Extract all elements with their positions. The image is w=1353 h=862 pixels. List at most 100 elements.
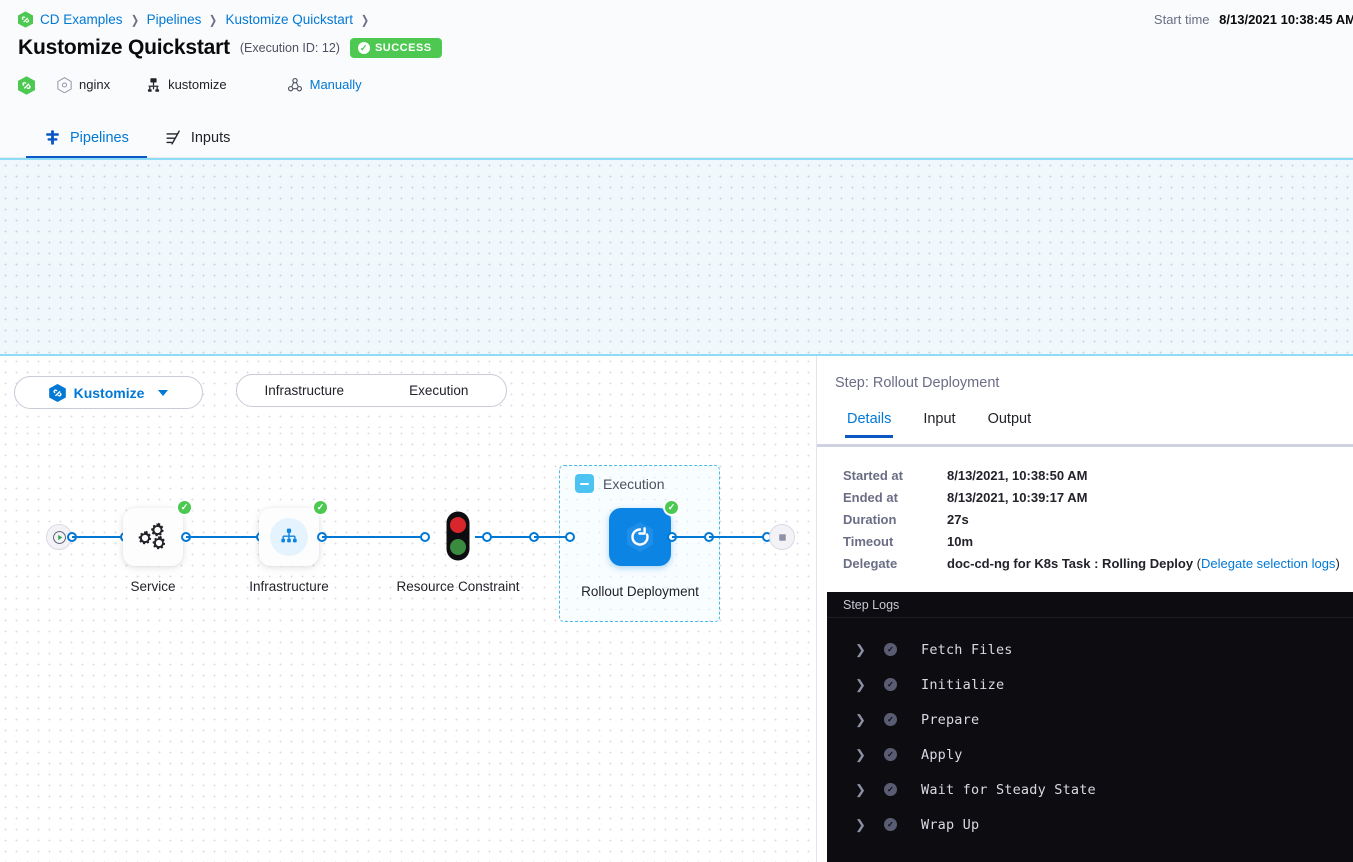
chevron-right-icon[interactable]: ❯ xyxy=(855,746,866,762)
infrastructure-status-success: ✓ xyxy=(312,499,329,516)
execution-end-node[interactable] xyxy=(769,524,795,550)
chevron-right-icon[interactable]: ❯ xyxy=(855,711,866,727)
execution-edge xyxy=(322,536,426,538)
stage-selector-kustomize[interactable]: Kustomize xyxy=(14,376,203,409)
check-icon: ✓ xyxy=(357,42,370,54)
log-row[interactable]: ❯ ✓ Fetch Files xyxy=(827,632,1353,667)
log-label-apply: Apply xyxy=(921,746,963,763)
start-time-label: Start time xyxy=(1153,12,1210,27)
execution-node-rollout-deployment[interactable] xyxy=(609,508,671,566)
log-row[interactable]: ❯ ✓ Wrap Up xyxy=(827,807,1353,842)
breadcrumb-item-kustomize-quickstart[interactable]: Kustomize Quickstart xyxy=(225,12,353,27)
service-hex-icon xyxy=(57,76,72,93)
inputs-icon xyxy=(166,130,180,145)
gears-icon xyxy=(138,522,166,550)
execution-edge xyxy=(672,536,706,538)
stop-icon xyxy=(778,533,786,541)
step-detail-tabs: Details Input Output xyxy=(831,411,1047,438)
execution-edge xyxy=(709,536,767,538)
execution-node-resource-constraint[interactable] xyxy=(445,510,471,562)
harness-hex-icon xyxy=(48,383,66,402)
rollout-icon xyxy=(627,522,653,552)
detail-row: Duration 27s xyxy=(843,512,1343,527)
log-status-success-icon: ✓ xyxy=(884,678,897,691)
detail-value-delegate: doc-cd-ng for K8s Task : Rolling Deploy … xyxy=(947,556,1340,571)
meta-item-trigger[interactable]: Manually xyxy=(287,77,362,93)
tab-inputs[interactable]: Inputs xyxy=(147,129,249,158)
execution-node-infrastructure[interactable] xyxy=(259,508,319,566)
log-status-success-icon: ✓ xyxy=(884,748,897,761)
stage-section-execution[interactable]: Execution xyxy=(409,383,469,398)
detail-key-timeout: Timeout xyxy=(843,534,894,549)
chevron-right-icon[interactable]: ❯ xyxy=(855,816,866,832)
tab-label-input: Input xyxy=(923,411,956,427)
rollout-status-success: ✓ xyxy=(663,499,680,516)
tab-input[interactable]: Input xyxy=(907,411,971,438)
meta-label-trigger[interactable]: Manually xyxy=(309,77,362,92)
delegate-selection-logs-link[interactable]: Delegate selection logs xyxy=(1201,556,1336,571)
execution-graph-canvas[interactable]: ✓ Service ✓ Infrastructure xyxy=(0,428,816,862)
execution-edge xyxy=(72,536,126,538)
chevron-right-icon[interactable]: ❯ xyxy=(855,641,866,657)
log-row[interactable]: ❯ ✓ Initialize xyxy=(827,667,1353,702)
main-tabs: Pipelines Inputs xyxy=(0,115,1353,159)
service-status-success: ✓ xyxy=(176,499,193,516)
detail-row: Timeout 10m xyxy=(843,534,1343,549)
breadcrumb-separator: ❯ xyxy=(130,12,139,27)
breadcrumb-item-cd-examples[interactable]: CD Examples xyxy=(40,12,123,27)
pipeline-icon xyxy=(46,130,59,145)
tabs-divider xyxy=(817,444,1353,447)
pipeline-graph-canvas[interactable]: ✓ Kustomize xyxy=(0,158,1353,454)
tab-output[interactable]: Output xyxy=(972,411,1048,438)
stage-section-pill: Infrastructure Execution xyxy=(236,374,507,407)
execution-group-title: Execution xyxy=(603,475,665,492)
paren-close: ) xyxy=(1335,556,1340,571)
harness-hex-icon xyxy=(18,11,33,28)
trigger-icon xyxy=(287,77,302,91)
detail-row: Started at 8/13/2021, 10:38:50 AM xyxy=(843,468,1343,483)
execution-id: (Execution ID: 12) xyxy=(239,41,340,55)
tab-details[interactable]: Details xyxy=(831,411,907,438)
step-logs-title: Step Logs xyxy=(843,597,900,612)
execution-node-service[interactable] xyxy=(123,508,183,566)
detail-key-ended-at: Ended at xyxy=(843,490,898,505)
log-label-initialize: Initialize xyxy=(921,676,1005,693)
minus-icon[interactable] xyxy=(575,474,594,493)
execution-edge xyxy=(186,536,262,538)
stage-section-infrastructure[interactable]: Infrastructure xyxy=(264,383,345,398)
page-header: CD Examples ❯ Pipelines ❯ Kustomize Quic… xyxy=(0,0,1353,159)
detail-value-started-at: 8/13/2021, 10:38:50 AM xyxy=(947,468,1088,483)
detail-value-duration: 27s xyxy=(947,512,969,527)
execution-node-label-infrastructure: Infrastructure xyxy=(249,579,329,594)
detail-key-delegate: Delegate xyxy=(843,556,898,571)
step-title: Step: Rollout Deployment xyxy=(835,375,1000,391)
paren-open: ( xyxy=(1196,556,1202,571)
log-label-wait-for-steady-state: Wait for Steady State xyxy=(921,781,1096,798)
step-logs-panel: Step Logs ❯ ✓ Fetch Files ❯ ✓ Initialize… xyxy=(827,592,1353,862)
chevron-down-icon[interactable] xyxy=(158,389,169,396)
detail-row: Ended at 8/13/2021, 10:39:17 AM xyxy=(843,490,1343,505)
log-row[interactable]: ❯ ✓ Apply xyxy=(827,737,1353,772)
breadcrumb-separator: ❯ xyxy=(361,12,370,27)
execution-node-label-resource-constraint: Resource Constraint xyxy=(396,579,520,594)
chevron-right-icon[interactable]: ❯ xyxy=(855,781,866,797)
log-label-prepare: Prepare xyxy=(921,711,980,728)
start-time-value: 8/13/2021 10:38:45 AM xyxy=(1219,12,1353,27)
harness-hex-icon xyxy=(18,76,35,95)
breadcrumb-separator: ❯ xyxy=(209,12,218,27)
log-status-success-icon: ✓ xyxy=(884,783,897,796)
start-time: Start time 8/13/2021 10:38:45 AM xyxy=(1154,12,1353,27)
log-status-success-icon: ✓ xyxy=(884,643,897,656)
meta-item-manifest: kustomize xyxy=(146,77,227,93)
manifest-icon xyxy=(148,77,160,92)
log-row[interactable]: ❯ ✓ Prepare xyxy=(827,702,1353,737)
traffic-light-icon xyxy=(446,511,470,561)
execution-edge xyxy=(534,536,570,538)
resource-constraint-in-connector xyxy=(420,532,430,542)
tab-pipelines[interactable]: Pipelines xyxy=(26,129,147,159)
breadcrumb-item-pipelines[interactable]: Pipelines xyxy=(146,12,202,27)
meta-label-service: nginx xyxy=(79,77,111,92)
detail-row: Delegate doc-cd-ng for K8s Task : Rollin… xyxy=(843,556,1343,571)
log-row[interactable]: ❯ ✓ Wait for Steady State xyxy=(827,772,1353,807)
chevron-right-icon[interactable]: ❯ xyxy=(855,676,866,692)
